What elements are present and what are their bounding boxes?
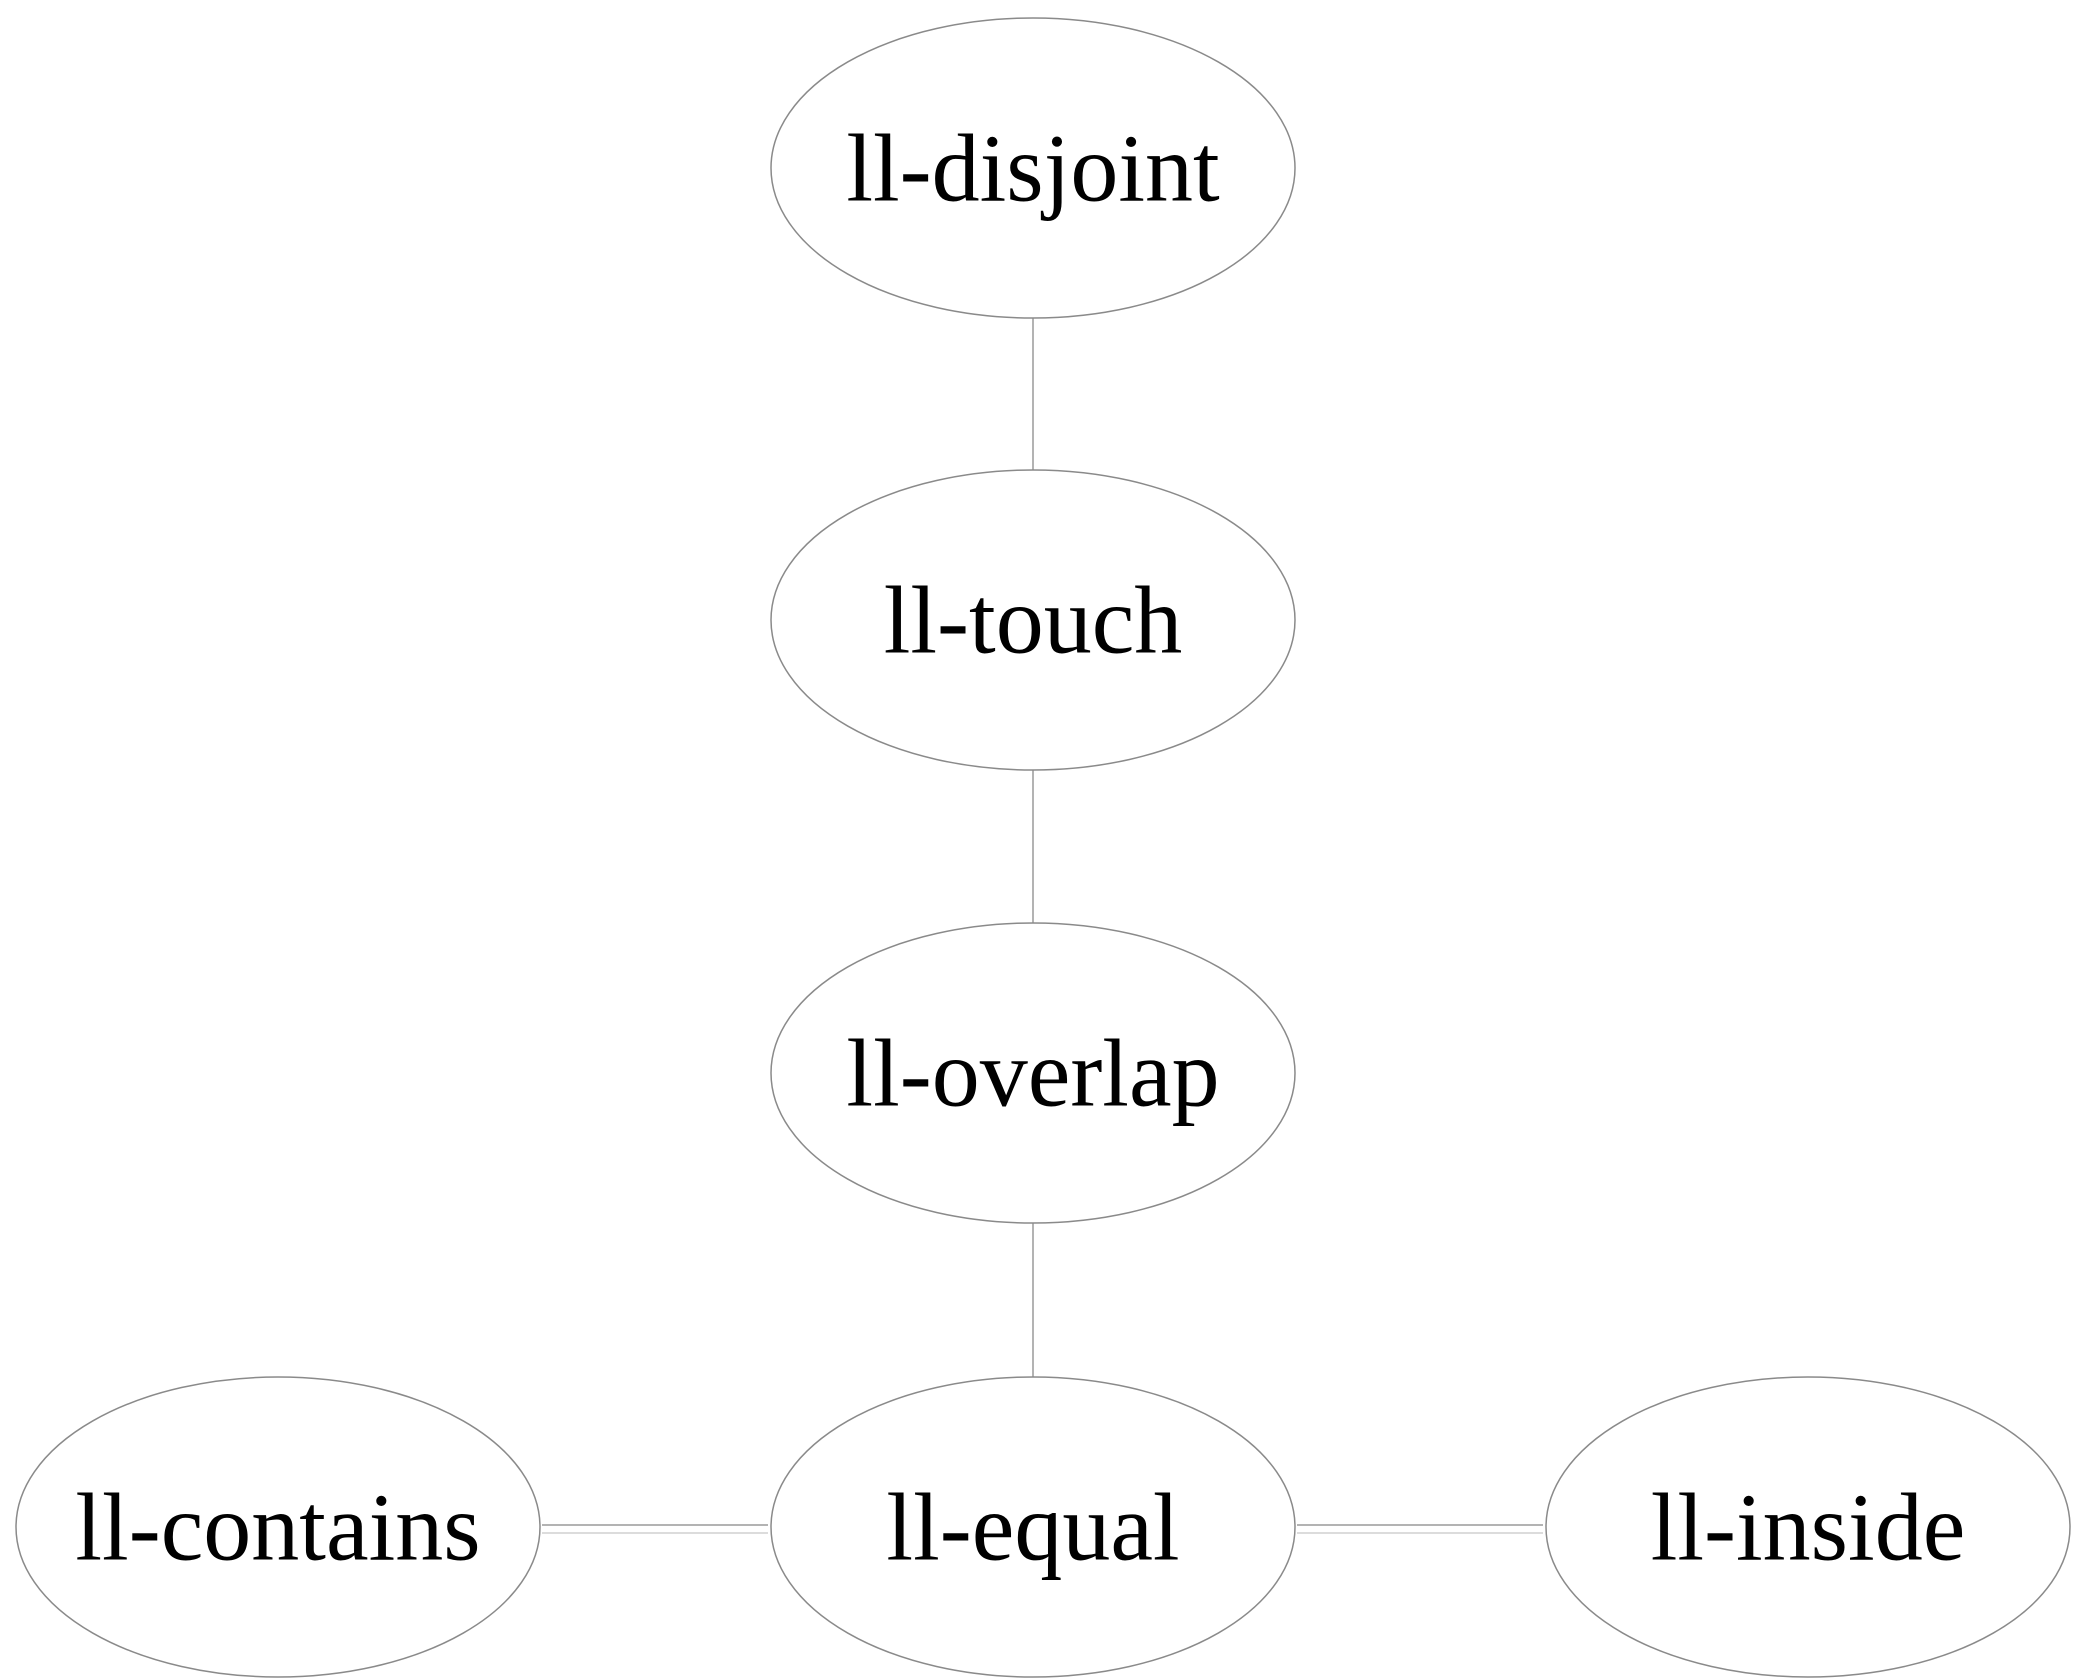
node-ll-contains: ll-contains: [15, 1376, 541, 1678]
node-label-touch: ll-touch: [884, 567, 1183, 674]
node-label-disjoint: ll-disjoint: [846, 115, 1220, 222]
edge-equal-inside: [1297, 1524, 1543, 1534]
node-label-equal: ll-equal: [886, 1474, 1179, 1581]
node-ll-touch: ll-touch: [770, 469, 1296, 771]
node-label-contains: ll-contains: [75, 1474, 480, 1581]
node-label-overlap: ll-overlap: [846, 1020, 1219, 1127]
edges: [542, 318, 1543, 1534]
node-ll-overlap: ll-overlap: [770, 922, 1296, 1224]
node-label-inside: ll-inside: [1651, 1474, 1966, 1581]
node-ll-disjoint: ll-disjoint: [770, 17, 1296, 319]
edge-contains-equal: [542, 1524, 768, 1534]
node-ll-equal: ll-equal: [770, 1376, 1296, 1678]
nodes: ll-disjoint ll-touch ll-overlap ll-equal…: [15, 17, 2071, 1678]
node-ll-inside: ll-inside: [1545, 1376, 2071, 1678]
